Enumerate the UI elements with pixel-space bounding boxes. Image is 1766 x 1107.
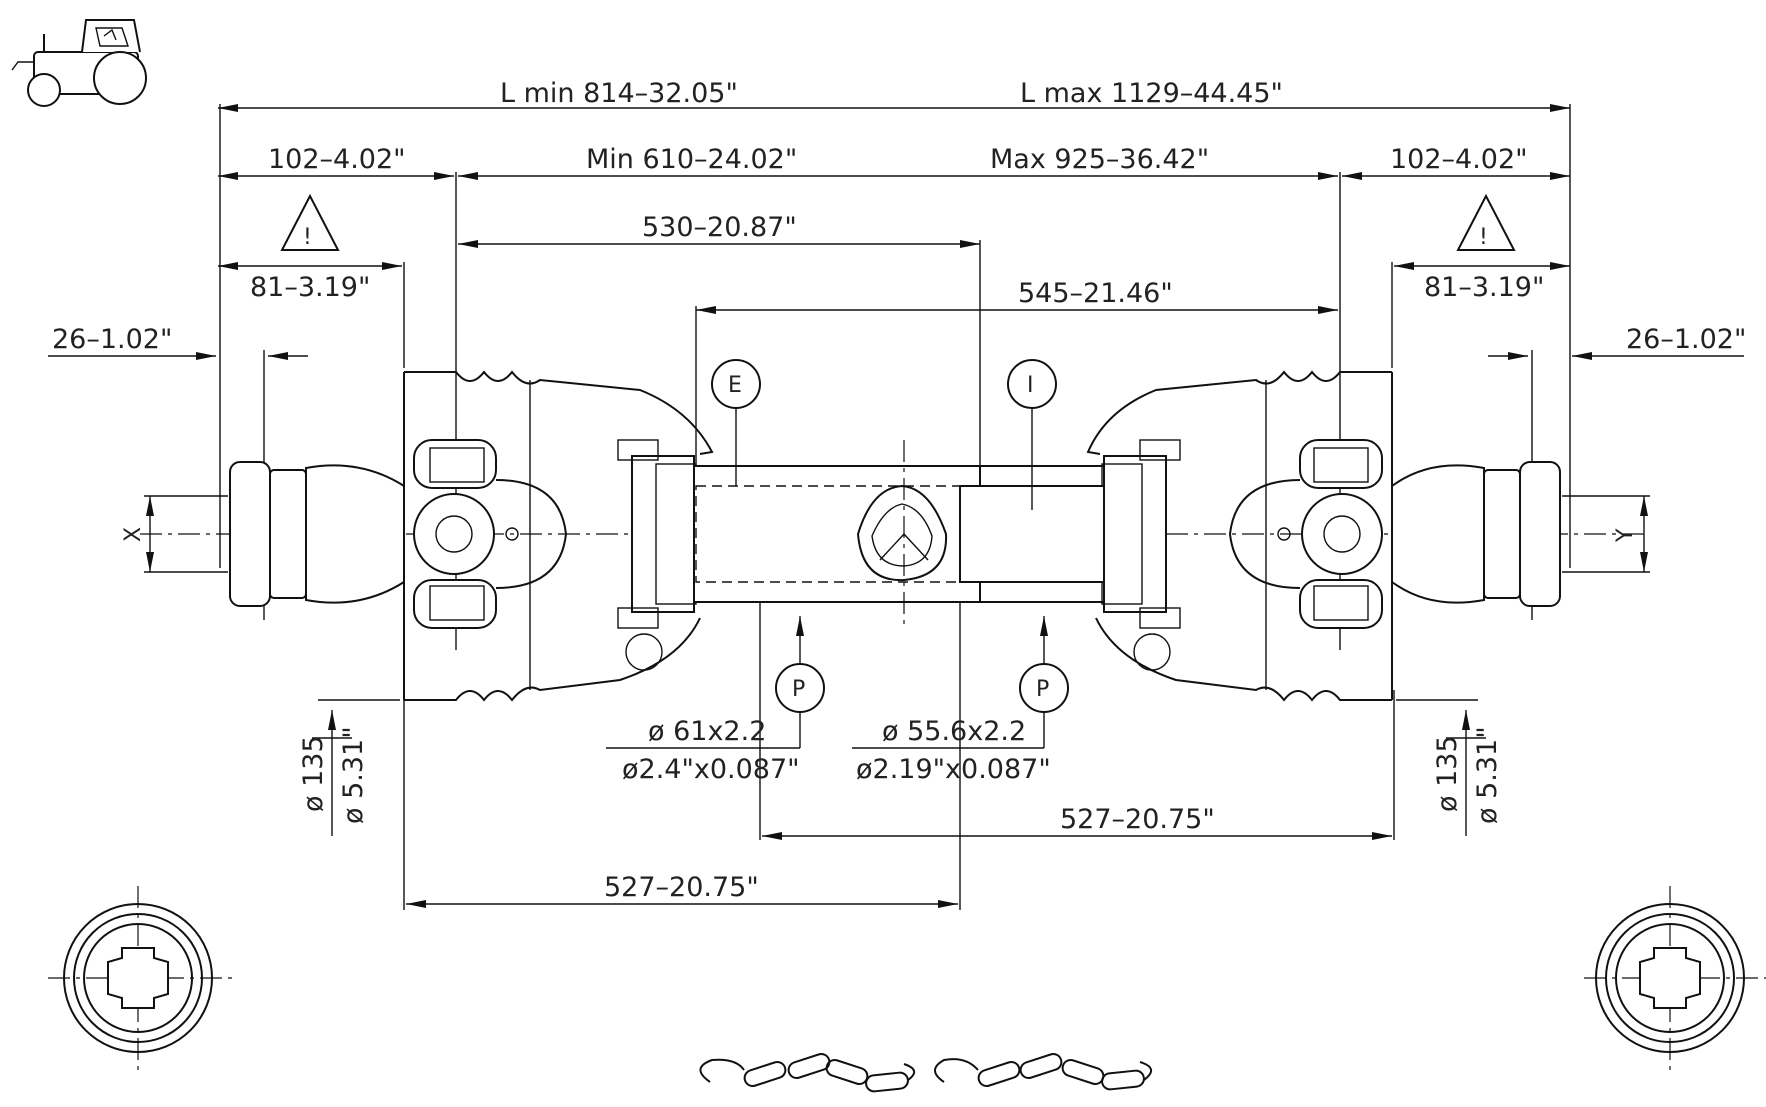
- tube-outer-in-label: ø2.4"x0.087": [622, 754, 800, 785]
- pto-shaft-main-view: X Y: [121, 370, 1650, 702]
- end-view-right: [1584, 886, 1766, 1070]
- dimension-inner-tube: 545–21.46": [696, 278, 1338, 314]
- callout-inner-label: I: [1027, 373, 1034, 398]
- min-closed-label: Min 610–24.02": [586, 144, 797, 175]
- yoke-left-label: 102–4.02": [268, 144, 406, 175]
- dimension-row-2: 102–4.02" Min 610–24.02" Max 925–36.42" …: [218, 144, 1570, 180]
- warning-triangle-left: !: [280, 193, 340, 251]
- warning-triangle-right: !: [1456, 193, 1516, 251]
- tube-inner-mm-label: ø 55.6x2.2: [882, 716, 1026, 747]
- guard-dia-right-in: ø 5.31": [1472, 726, 1503, 824]
- max-extended-label: Max 925–36.42": [990, 144, 1209, 175]
- dimension-outer-tube: 530–20.87": [458, 212, 980, 248]
- dimension-cross-right: 26–1.02": [1488, 324, 1746, 360]
- callout-outer-label: E: [728, 373, 742, 398]
- tube-outer-mm-label: ø 61x2.2: [648, 716, 766, 747]
- dimension-guard-diameter-right: ø 135 ø 5.31": [1396, 699, 1503, 836]
- inner-tube-label: 545–21.46": [1018, 278, 1173, 309]
- guard-tube-right-label: 527–20.75": [1060, 804, 1215, 835]
- dimension-guard-diameter-left: ø 135 ø 5.31": [298, 699, 400, 836]
- tube-inner-in-label: ø2.19"x0.087": [856, 754, 1051, 785]
- tractor-icon: [11, 19, 147, 107]
- end-right-label: Y: [1613, 528, 1638, 543]
- guard-dia-right-mm: ø 135: [1432, 735, 1463, 812]
- dimension-guard-tube-left: 527–20.75": [406, 872, 958, 908]
- dimension-overall-length: L min 814–32.05" L max 1129–44.45": [218, 78, 1570, 112]
- callout-inner-tube: I: [1007, 359, 1057, 510]
- warning-left-mark: !: [303, 225, 312, 250]
- outer-tube-label: 530–20.87": [642, 212, 797, 243]
- safety-chain-icon: [699, 1052, 915, 1093]
- cross-left-label: 26–1.02": [52, 324, 172, 355]
- cross-right-label: 26–1.02": [1626, 324, 1746, 355]
- callout-profile-right-label: P: [1036, 677, 1049, 702]
- guard-left-label: 81–3.19": [250, 272, 370, 303]
- guard-right-label: 81–3.19": [1424, 272, 1544, 303]
- end-view-left: [48, 886, 232, 1070]
- l-max-label: L max 1129–44.45": [1020, 78, 1283, 109]
- callout-profile-left: P ø 61x2.2 ø2.4"x0.087": [606, 616, 825, 785]
- dimension-cross-left: 26–1.02": [48, 324, 308, 360]
- guard-tube-left-label: 527–20.75": [604, 872, 759, 903]
- warning-right-mark: !: [1479, 225, 1488, 250]
- safety-chain-icon: [934, 1052, 1152, 1091]
- yoke-right-label: 102–4.02": [1390, 144, 1528, 175]
- dimension-guard-left: 81–3.19": [218, 262, 402, 303]
- dimension-guard-tube-right: 527–20.75": [762, 804, 1392, 840]
- end-left-label: X: [121, 527, 146, 542]
- callout-profile-left-label: P: [792, 677, 805, 702]
- l-min-label: L min 814–32.05": [500, 78, 738, 109]
- guard-dia-left-in: ø 5.31": [338, 726, 369, 824]
- callout-profile-right: P ø 55.6x2.2 ø2.19"x0.087": [852, 616, 1069, 785]
- guard-dia-left-mm: ø 135: [298, 735, 329, 812]
- dimension-guard-right: 81–3.19": [1394, 262, 1570, 303]
- callout-outer-tube: E: [711, 359, 761, 486]
